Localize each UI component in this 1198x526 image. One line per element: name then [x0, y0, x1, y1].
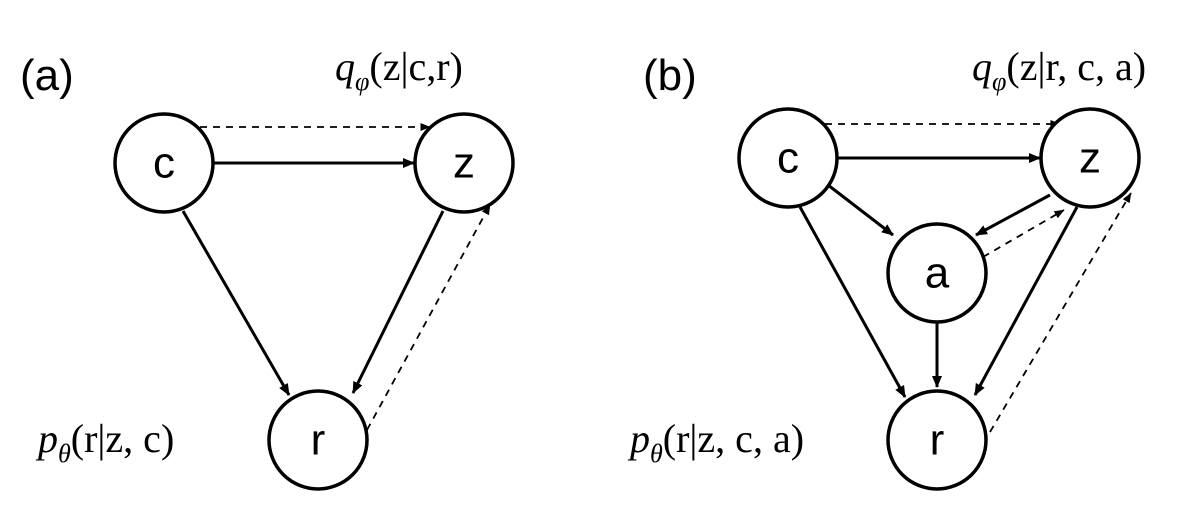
formula-a-encoder: qφ(z|c,r) [335, 44, 463, 96]
edge-b-c-r [798, 206, 907, 398]
panel-b-edges [798, 120, 1132, 433]
node-a-z: z [413, 112, 515, 214]
edge-b-c-a [827, 183, 894, 237]
svg-text:r: r [930, 416, 945, 465]
panel-a-edges [181, 123, 491, 431]
node-a-c: c [113, 112, 215, 214]
svg-text:c: c [153, 139, 175, 188]
panel-a-label: (a) [20, 51, 74, 100]
svg-text:z: z [1079, 134, 1101, 183]
node-b-r: r [886, 389, 988, 491]
svg-text:z: z [453, 139, 475, 188]
svg-text:c: c [777, 134, 799, 183]
panel-a: (a) c z r qφ(z|c,r) pθ(r|z, c) [20, 44, 515, 491]
node-b-z: z [1039, 107, 1141, 209]
node-a-r: r [267, 389, 369, 491]
node-b-a: a [886, 222, 988, 324]
edge-a-z-r [351, 210, 445, 394]
svg-text:r: r [311, 416, 326, 465]
svg-text:a: a [925, 249, 950, 298]
panel-b: (b) c z a r qφ(z|r, c, a) p [627, 44, 1146, 491]
formula-b-encoder: qφ(z|r, c, a) [972, 44, 1146, 96]
edge-b-r-z-dashed [989, 192, 1132, 433]
formula-a-decoder: pθ(r|z, c) [35, 416, 174, 468]
edge-a-r-z-dashed [366, 204, 491, 431]
edge-b-z-r [973, 206, 1079, 396]
panel-b-label: (b) [643, 51, 697, 100]
node-b-c: c [737, 107, 839, 209]
edge-b-a-z-dashed [982, 209, 1065, 258]
edge-b-z-a [975, 193, 1051, 237]
formula-b-decoder: pθ(r|z, c, a) [627, 416, 804, 468]
edge-a-c-r [181, 210, 291, 396]
